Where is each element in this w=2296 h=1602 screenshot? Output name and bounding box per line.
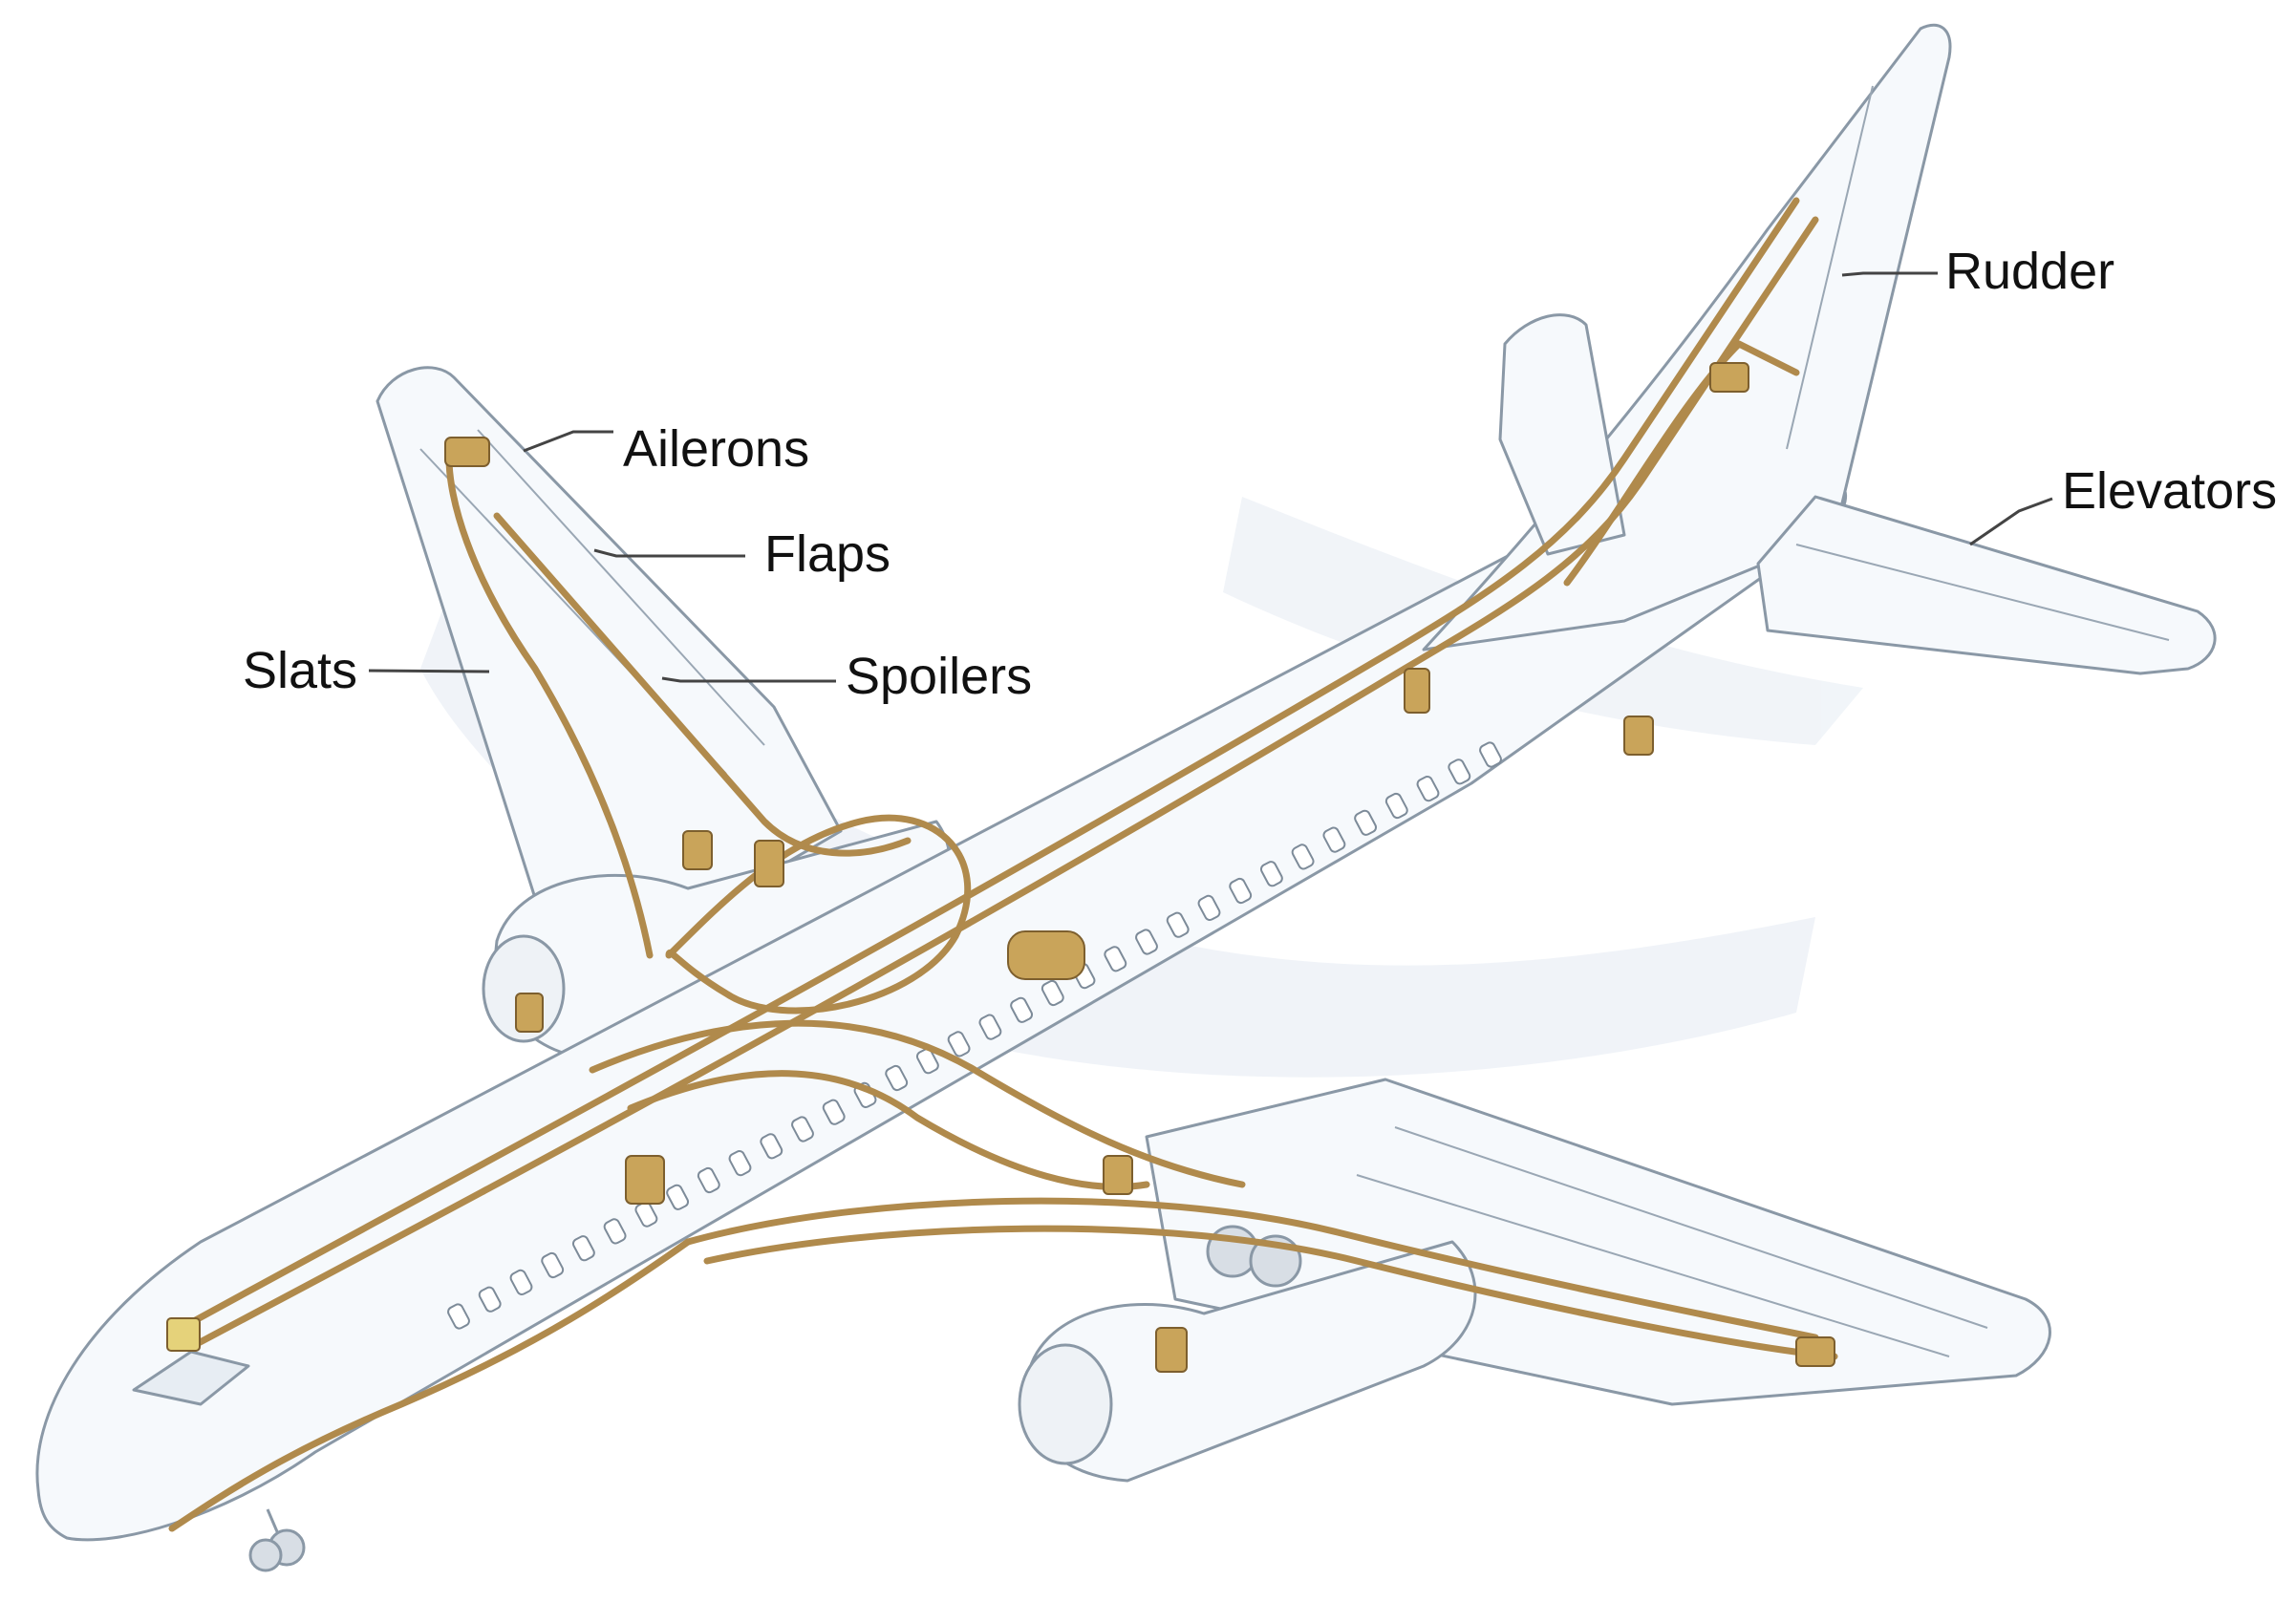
- hydraulic-line-slats: [445, 455, 654, 959]
- label-slats: Slats: [243, 642, 357, 699]
- cabin-window: [1384, 792, 1408, 820]
- nose-accumulator: [166, 1317, 201, 1352]
- hydraulic-line-cross-2: [627, 1070, 1150, 1190]
- leader-line-spoilers: [661, 676, 836, 683]
- cabin-window: [1354, 809, 1378, 836]
- hydraulic-line-right-wing-upper: [684, 1197, 1819, 1341]
- valve-right-wing: [1103, 1155, 1133, 1195]
- leader-line-slats: [368, 669, 490, 673]
- cabin-window: [666, 1184, 690, 1210]
- cabin-window: [509, 1269, 533, 1295]
- cabin-window: [885, 1064, 909, 1092]
- flap-actuator: [754, 840, 784, 887]
- nose-gear: [248, 1508, 306, 1572]
- cabin-window: [947, 1031, 971, 1057]
- callout-labels: Ailerons Flaps Slats Spoilers Rudder Ele…: [243, 243, 2277, 705]
- cabin-window: [1322, 826, 1346, 853]
- hydraulic-line-main-upper: [178, 197, 1800, 1332]
- right-engine-intake: [1018, 1343, 1113, 1465]
- right-aileron-actuator: [1795, 1336, 1835, 1367]
- stabilizer-valve: [1404, 668, 1430, 714]
- label-rudder: Rudder: [1945, 243, 2114, 300]
- hydraulic-line-flaps: [493, 512, 912, 857]
- pump-center: [625, 1155, 665, 1205]
- cabin-window: [603, 1218, 627, 1245]
- label-spoilers: Spoilers: [846, 648, 1032, 705]
- cabin-window: [1229, 877, 1253, 905]
- hydraulic-line-cross-1: [589, 1019, 1246, 1188]
- hydraulic-components: [166, 362, 1835, 1373]
- reservoir: [1007, 930, 1085, 980]
- cabin-window: [978, 1014, 1002, 1040]
- cabin-window: [760, 1133, 783, 1160]
- rudder-actuator: [1709, 362, 1749, 393]
- cabin-window: [541, 1251, 565, 1279]
- hydraulic-line-rudder: [1563, 340, 1800, 587]
- elevator-actuator: [1623, 716, 1654, 756]
- cabin-window: [1010, 996, 1034, 1023]
- hydraulic-line-main-lower: [187, 216, 1819, 1351]
- cabin-window: [1259, 861, 1283, 887]
- pump-left-engine: [515, 993, 544, 1033]
- cabin-window: [1479, 741, 1502, 768]
- right-horizontal-stabilizer: [1756, 495, 2217, 675]
- cabin-window: [1197, 894, 1221, 921]
- spoiler-actuator: [682, 830, 713, 870]
- leader-line-ailerons: [523, 430, 613, 453]
- cabin-window: [1104, 946, 1127, 972]
- left-wing: [376, 366, 843, 967]
- cabin-window: [697, 1166, 720, 1194]
- hydraulic-lines: [168, 197, 1838, 1532]
- leader-line-flaps: [593, 548, 745, 558]
- cabin-window: [1416, 776, 1440, 802]
- cabin-window: [822, 1099, 846, 1125]
- cabin-window: [1448, 758, 1471, 785]
- cabin-window: [1291, 844, 1315, 870]
- label-ailerons: Ailerons: [623, 420, 809, 478]
- label-elevators: Elevators: [2062, 462, 2277, 520]
- hydraulic-line-left-loop: [665, 814, 972, 1015]
- cabin-window: [791, 1116, 814, 1143]
- cabin-windows: [447, 741, 1502, 1330]
- cabin-window: [1135, 929, 1158, 955]
- left-horizontal-stabilizer: [1498, 313, 1626, 556]
- airframe: [35, 23, 2217, 1572]
- cabin-window: [1041, 979, 1064, 1007]
- cabin-window: [571, 1235, 595, 1262]
- hydraulic-line-right-wing-lower: [703, 1225, 1838, 1360]
- hydraulic-line-nose: [168, 1238, 692, 1532]
- cabin-window: [915, 1048, 939, 1075]
- cabin-window: [728, 1150, 752, 1177]
- cockpit-windows: [132, 1350, 250, 1406]
- leader-line-rudder: [1841, 271, 1938, 277]
- cabin-window: [478, 1286, 502, 1313]
- aileron-actuator: [444, 437, 490, 467]
- leader-lines: [368, 271, 2053, 683]
- vertical-stabilizer: [1422, 23, 1952, 651]
- leader-line-elevators: [1969, 497, 2053, 546]
- cabin-window: [1166, 911, 1190, 938]
- pump-right-engine: [1155, 1327, 1188, 1373]
- label-flaps: Flaps: [764, 525, 891, 583]
- cabin-window: [447, 1303, 470, 1330]
